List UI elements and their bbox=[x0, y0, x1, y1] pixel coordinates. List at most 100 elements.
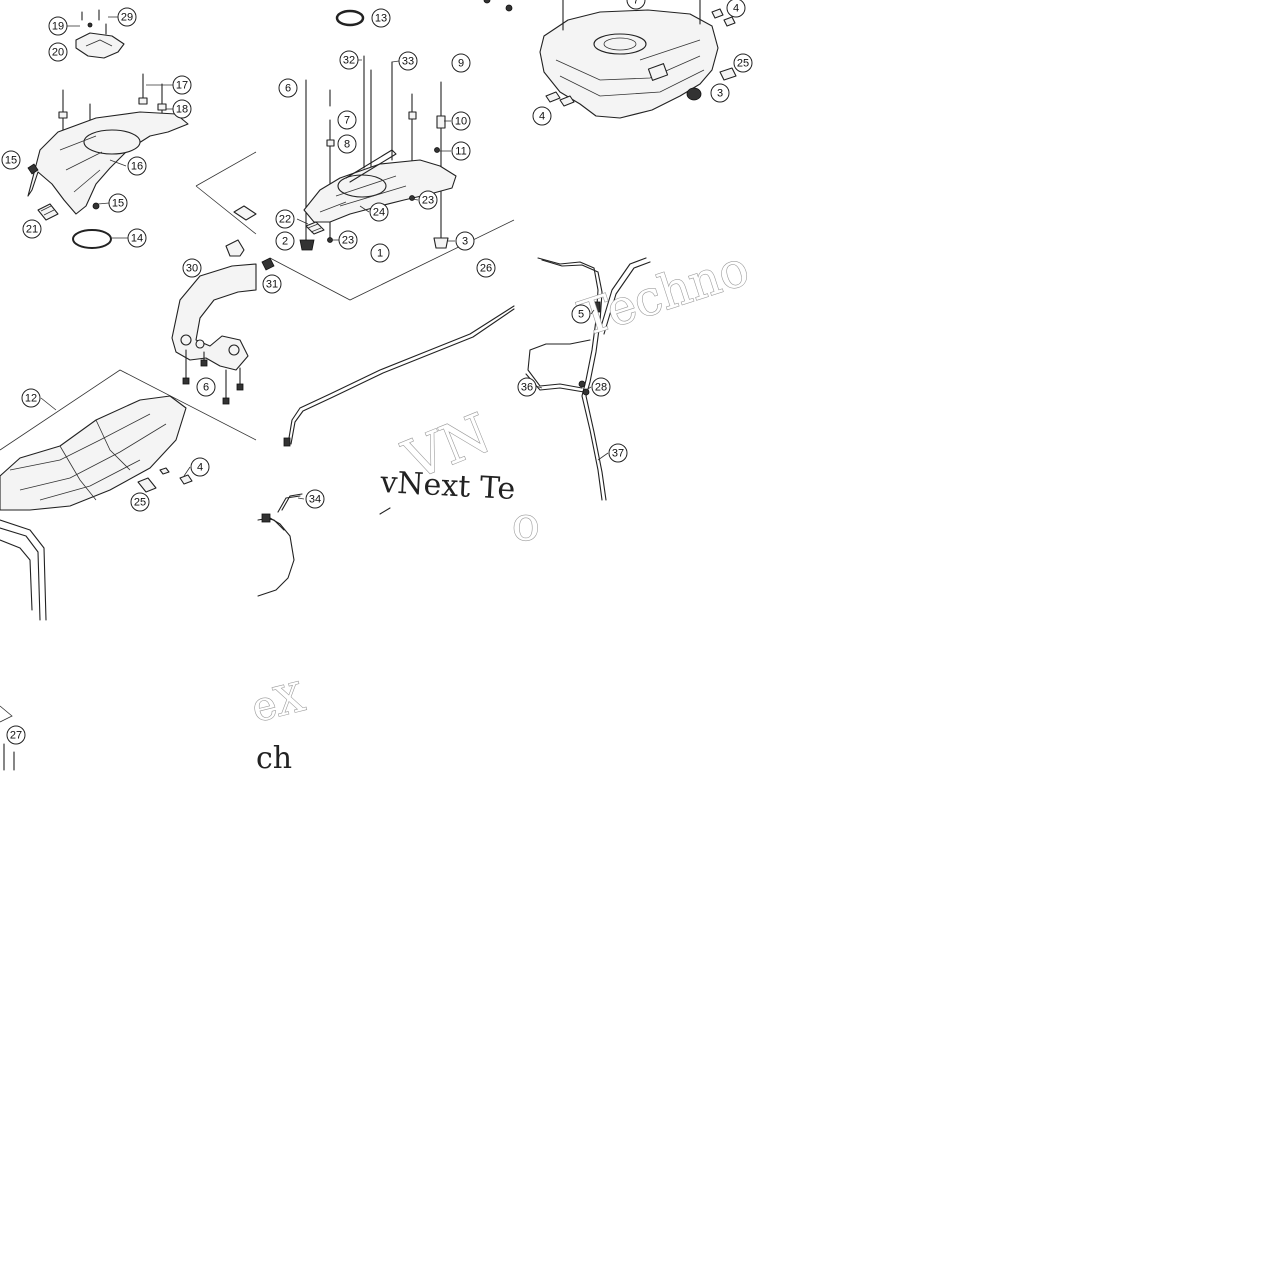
part-callout: 15 bbox=[108, 193, 128, 213]
part-callout: 31 bbox=[262, 274, 282, 294]
callout-circle bbox=[182, 258, 202, 278]
callout-circle bbox=[172, 99, 192, 119]
callout-number: 34 bbox=[309, 494, 321, 506]
callout-circle bbox=[591, 377, 611, 397]
callout-number: 33 bbox=[402, 56, 414, 68]
callout-circle bbox=[451, 53, 471, 73]
callout-circle bbox=[339, 50, 359, 70]
callout-number: 26 bbox=[480, 263, 492, 275]
callout-circle bbox=[733, 53, 753, 73]
part-callout: 26 bbox=[476, 258, 496, 278]
callout-circle bbox=[369, 202, 389, 222]
callout-circle bbox=[48, 42, 68, 62]
callout-number: 2 bbox=[282, 236, 288, 248]
callout-number: 30 bbox=[186, 263, 198, 275]
part-callout: 6 bbox=[196, 377, 216, 397]
fuel-tank-assembly bbox=[539, 0, 737, 119]
callout-circle bbox=[371, 8, 391, 28]
callout-number: 31 bbox=[266, 279, 278, 291]
part-callout: 37 bbox=[608, 443, 628, 463]
part-callout: 23 bbox=[418, 190, 438, 210]
callout-number: 20 bbox=[52, 47, 64, 59]
callout-number: 37 bbox=[612, 448, 624, 460]
part-callout: 28 bbox=[591, 377, 611, 397]
fuel-line bbox=[277, 305, 515, 515]
callout-number: 9 bbox=[458, 58, 464, 70]
part-callout: 33 bbox=[398, 51, 418, 71]
watermark-text: o bbox=[512, 497, 540, 551]
callout-number: 15 bbox=[112, 198, 124, 210]
callout-circle bbox=[6, 725, 26, 745]
callout-number: 36 bbox=[521, 382, 533, 394]
callout-number: 29 bbox=[121, 12, 133, 24]
callout-number: 32 bbox=[343, 55, 355, 67]
callout-circle bbox=[48, 16, 68, 36]
part-callout: 1 bbox=[370, 243, 390, 263]
part-callout: 19 bbox=[48, 16, 68, 36]
callout-number: 15 bbox=[5, 155, 17, 167]
callout-circle bbox=[190, 457, 210, 477]
callout-number: 28 bbox=[595, 382, 607, 394]
callout-circle bbox=[626, 0, 646, 10]
part-callout: 14 bbox=[127, 228, 147, 248]
part-callout: 13 bbox=[371, 8, 391, 28]
watermark-text: eX bbox=[247, 674, 309, 731]
part-callout: 22 bbox=[275, 209, 295, 229]
callout-number: 25 bbox=[134, 497, 146, 509]
part-callout: 5 bbox=[571, 304, 591, 324]
callout-circle bbox=[532, 106, 552, 126]
leader-lines bbox=[40, 16, 609, 500]
callout-number: 19 bbox=[52, 21, 64, 33]
part-callout: 36 bbox=[517, 377, 537, 397]
watermark-text: ch bbox=[256, 741, 292, 776]
part-callout: 12 bbox=[21, 388, 41, 408]
callout-circle bbox=[196, 377, 216, 397]
part-callout: 25 bbox=[130, 492, 150, 512]
part-callout: 25 bbox=[733, 53, 753, 73]
part-callout: 11 bbox=[451, 141, 471, 161]
callout-number: 21 bbox=[26, 224, 38, 236]
callout-number: 5 bbox=[578, 309, 584, 321]
pump-plate-assembly bbox=[269, 0, 515, 301]
watermarks: Techno vNext Te VN o eX ch bbox=[247, 240, 756, 776]
callout-number: 3 bbox=[462, 236, 468, 248]
callout-circle bbox=[517, 377, 537, 397]
part-callout: 7 bbox=[337, 110, 357, 130]
callout-number: 18 bbox=[176, 104, 188, 116]
part-callout: 4 bbox=[726, 0, 746, 18]
part-callout: 4 bbox=[190, 457, 210, 477]
callout-number: 10 bbox=[455, 116, 467, 128]
callout-circle bbox=[262, 274, 282, 294]
part-callout: 17 bbox=[172, 75, 192, 95]
part-callout: 10 bbox=[451, 111, 471, 131]
callout-number: 7 bbox=[344, 115, 350, 127]
part-callout: 24 bbox=[369, 202, 389, 222]
part-callout: 32 bbox=[339, 50, 359, 70]
part-callout: 9 bbox=[451, 53, 471, 73]
callout-circle bbox=[278, 78, 298, 98]
tank-cover bbox=[27, 111, 189, 215]
part-callout: 27 bbox=[6, 725, 26, 745]
callout-circle bbox=[710, 83, 730, 103]
callout-number: 6 bbox=[285, 83, 291, 95]
seat bbox=[0, 395, 187, 511]
grab-rail bbox=[171, 263, 257, 371]
callout-circle bbox=[608, 443, 628, 463]
callout-circle bbox=[130, 492, 150, 512]
callout-circle bbox=[305, 489, 325, 509]
tank-cover-assembly bbox=[27, 9, 189, 249]
callout-number: 8 bbox=[344, 139, 350, 151]
callout-circle bbox=[337, 110, 357, 130]
callout-circle bbox=[418, 190, 438, 210]
callout-number: 23 bbox=[422, 195, 434, 207]
callout-number: 24 bbox=[373, 207, 385, 219]
fuel-hose bbox=[287, 305, 515, 445]
callout-number: 4 bbox=[197, 462, 203, 474]
callout-number: 27 bbox=[10, 730, 22, 742]
fuel-cap bbox=[75, 32, 125, 59]
grab-rail-and-seat bbox=[0, 151, 275, 511]
part-callout: 3 bbox=[710, 83, 730, 103]
part-callout: 6 bbox=[278, 78, 298, 98]
part-callout: 2 bbox=[275, 231, 295, 251]
